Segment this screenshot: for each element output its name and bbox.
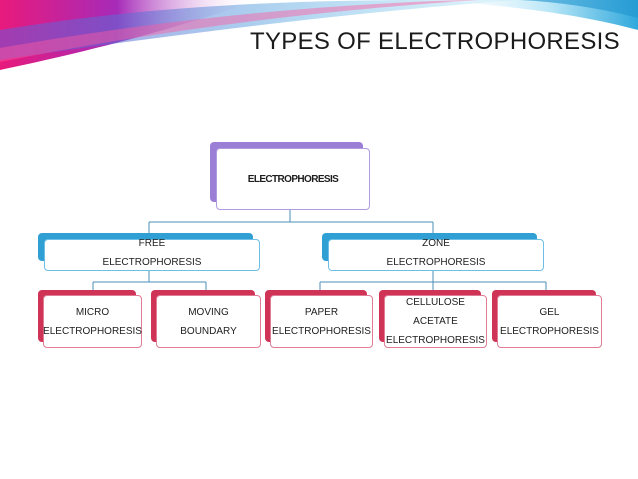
node-box: MICRO ELECTROPHORESIS — [43, 295, 142, 348]
node-label-line: GEL — [539, 306, 560, 318]
node-label-line: MICRO — [75, 306, 110, 318]
node-zone-electrophoresis: ZONE ELECTROPHORESIS — [322, 233, 544, 271]
node-gel-electrophoresis: GEL ELECTROPHORESIS — [492, 290, 602, 348]
node-paper-electrophoresis: PAPER ELECTROPHORESIS — [265, 290, 373, 348]
node-label-line: FREE — [138, 238, 166, 249]
node-label: ELECTROPHORESIS — [247, 173, 339, 185]
header-banner — [0, 0, 638, 70]
node-label-line: ACETATE — [413, 316, 458, 327]
node-label-line: ELECTROPHORESIS — [43, 325, 142, 337]
node-box: PAPER ELECTROPHORESIS — [270, 295, 373, 348]
node-box: GEL ELECTROPHORESIS — [497, 295, 602, 348]
node-box: ZONE ELECTROPHORESIS — [328, 238, 544, 271]
node-box: ELECTROPHORESIS — [216, 148, 370, 210]
node-label-line: ELECTROPHORESIS — [386, 335, 485, 346]
node-label-line: PAPER — [304, 306, 339, 318]
node-box: MOVING BOUNDARY — [156, 295, 261, 348]
node-label-line: ELECTROPHORESIS — [500, 325, 599, 337]
node-label-line: ELECTROPHORESIS — [102, 257, 202, 268]
node-label-line: ELECTROPHORESIS — [386, 257, 486, 268]
node-label-line: MOVING — [188, 306, 229, 318]
node-moving-boundary: MOVING BOUNDARY — [151, 290, 261, 348]
node-free-electrophoresis: FREE ELECTROPHORESIS — [38, 233, 260, 271]
node-label-line: ELECTROPHORESIS — [272, 325, 371, 337]
node-label-line: BOUNDARY — [180, 325, 237, 337]
node-micro-electrophoresis: MICRO ELECTROPHORESIS — [38, 290, 142, 348]
node-electrophoresis: ELECTROPHORESIS — [210, 142, 370, 210]
node-label-line: ZONE — [422, 238, 450, 249]
node-box: FREE ELECTROPHORESIS — [44, 238, 260, 271]
node-box: CELLULOSE ACETATE ELECTROPHORESIS — [384, 295, 487, 348]
node-cellulose-acetate-electrophoresis: CELLULOSE ACETATE ELECTROPHORESIS — [379, 290, 487, 348]
slide-title: TYPES OF ELECTROPHORESIS — [250, 28, 620, 55]
node-label-line: CELLULOSE — [406, 297, 465, 308]
